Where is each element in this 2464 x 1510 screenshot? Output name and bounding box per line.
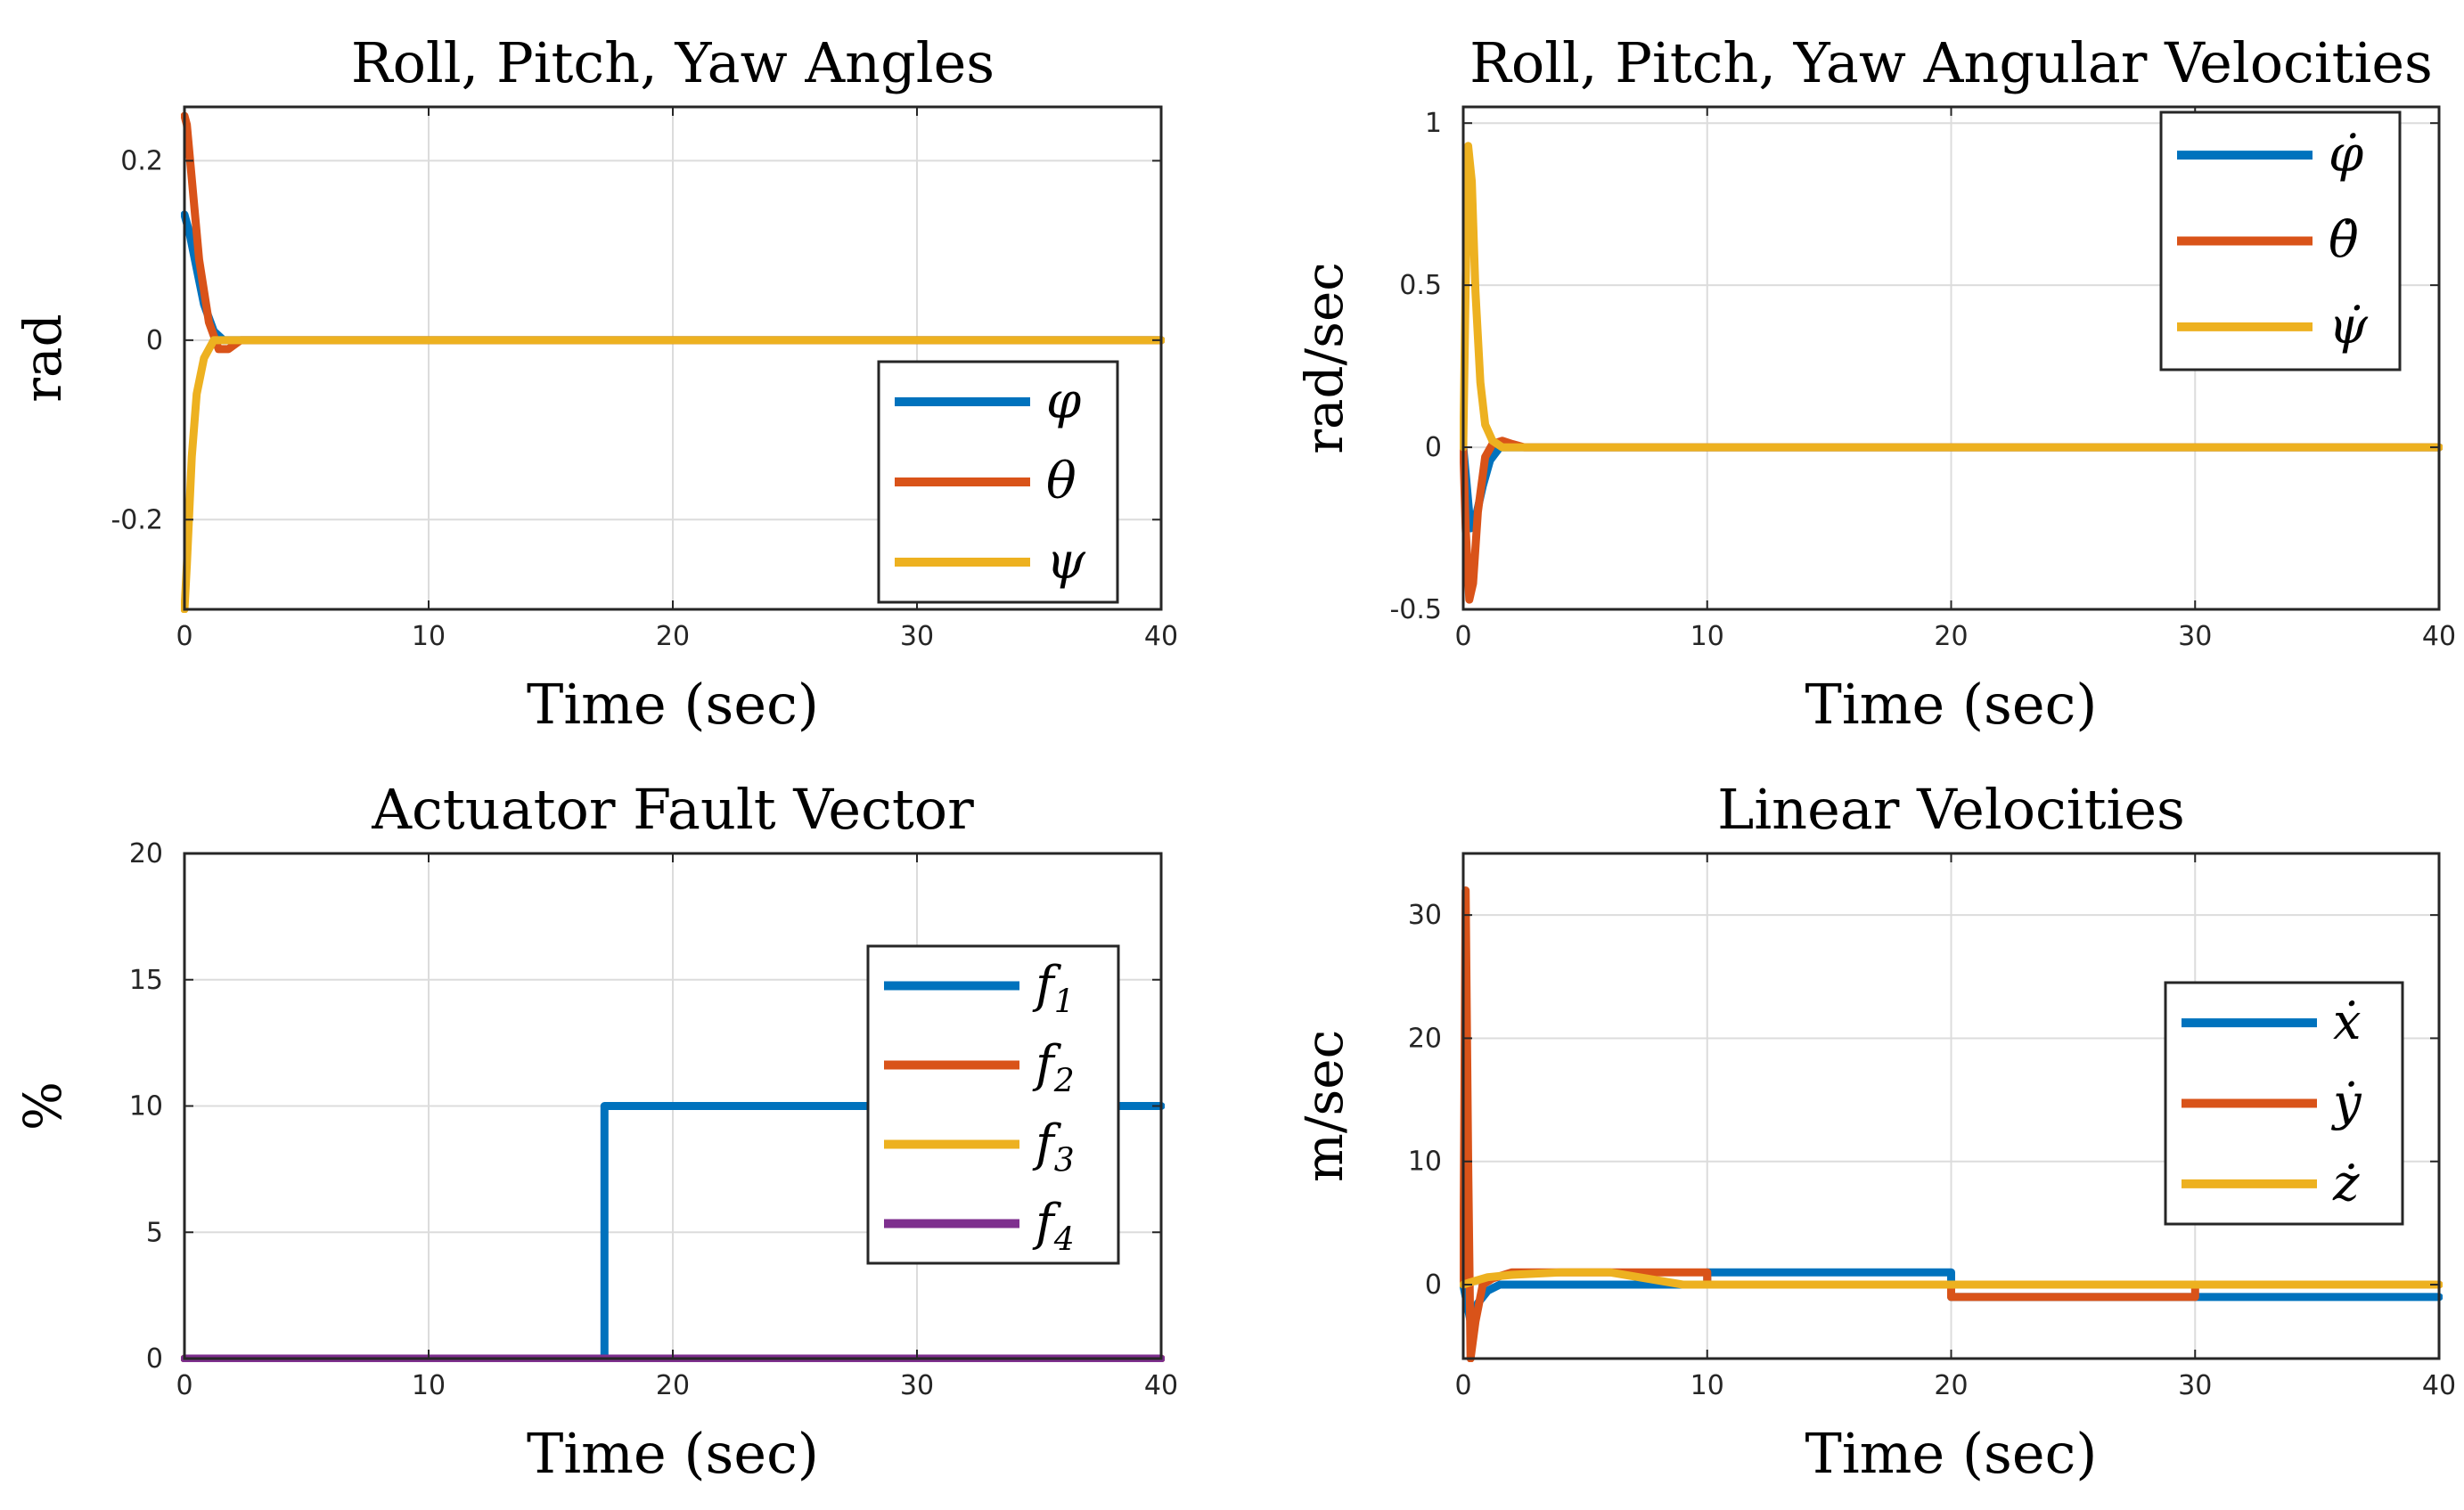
y-tick-label: 20: [129, 838, 163, 869]
x-tick-label: 0: [1454, 1370, 1471, 1401]
legend: φθψ: [877, 360, 1119, 604]
legend-entry: ψ̇: [2329, 298, 2369, 355]
chart-title: Actuator Fault Vector: [371, 777, 974, 842]
y-tick-label: -0.5: [1389, 594, 1442, 625]
y-tick-label: 0.5: [1399, 270, 1442, 301]
y-tick-label: 0: [1425, 1269, 1442, 1301]
x-axis-label: Time (sec): [1805, 672, 2098, 737]
legend-entry: φ: [1046, 372, 1081, 430]
x-tick-label: 40: [2422, 621, 2456, 652]
x-tick-label: 30: [900, 621, 934, 652]
x-tick-label: 20: [656, 1370, 690, 1401]
x-axis-label: Time (sec): [1805, 1421, 2098, 1486]
y-tick-label: 15: [129, 965, 163, 996]
series-line-3: [181, 336, 1165, 613]
y-tick-label: 0.2: [120, 145, 163, 176]
chart-title: Roll, Pitch, Yaw Angular Velocities: [1469, 30, 2433, 95]
series-line-3: [1460, 1268, 2443, 1289]
y-tick-label: 0: [146, 1343, 163, 1375]
legend-entry: θ: [1046, 453, 1076, 510]
x-tick-label: 0: [1454, 621, 1471, 652]
x-tick-label: 30: [2178, 1370, 2212, 1401]
series-group: [1460, 142, 2443, 604]
series-group: [181, 111, 1165, 613]
x-tick-label: 10: [412, 621, 446, 652]
legend: ẋẏż: [2164, 981, 2404, 1226]
y-axis-label: rad: [12, 314, 73, 402]
legend-entry: f2: [1032, 1036, 1075, 1100]
legend-entry: ẋ: [2333, 993, 2362, 1051]
legend-entry: f4: [1032, 1195, 1075, 1259]
x-tick-label: 10: [412, 1370, 446, 1401]
y-tick-label: 10: [1408, 1147, 1442, 1178]
x-tick-label: 20: [1934, 621, 1968, 652]
x-tick-label: 30: [900, 1370, 934, 1401]
x-tick-label: 0: [176, 621, 192, 652]
y-tick-label: 10: [129, 1091, 163, 1122]
x-tick-label: 0: [176, 1370, 192, 1401]
x-tick-label: 10: [1690, 621, 1724, 652]
legend-box: [866, 944, 1120, 1265]
series-line-3: [1460, 142, 2443, 452]
legend-entry: ẏ: [2330, 1074, 2362, 1132]
chart-angular-velocities: 0 10 20 30 40 -0.5 0 0.5 1 Roll, Pitch, Yaw Angul…: [1294, 30, 2456, 737]
y-tick-label: 30: [1408, 900, 1442, 931]
x-axis-label: Time (sec): [527, 1421, 819, 1486]
x-tick-label: 40: [2422, 1370, 2456, 1401]
x-tick-label: 20: [1934, 1370, 1968, 1401]
y-axis-label: m/sec: [1294, 1030, 1355, 1182]
chart-angles: 0 10 20 30 40 -0.2 0 0.2 Roll, Pitch, Yaw Angles…: [12, 30, 1178, 737]
x-tick-label: 40: [1144, 1370, 1178, 1401]
series-group: [1460, 886, 2443, 1362]
x-tick-label: 10: [1690, 1370, 1724, 1401]
chart-fault-vector: 0 10 20 30 40 0 5 10 15 20 Actuator Fault VectorTi…: [12, 777, 1178, 1486]
x-tick-label: 40: [1144, 621, 1178, 652]
y-tick-label: -0.2: [111, 504, 163, 535]
y-tick-label: 0: [146, 325, 163, 356]
y-axis-label: %: [12, 1081, 73, 1130]
legend: φ̇ θ̇ ψ̇: [2159, 110, 2402, 371]
legend-entry: f1: [1032, 957, 1075, 1021]
x-tick-label: 30: [2178, 621, 2212, 652]
y-tick-label: 5: [146, 1217, 163, 1248]
legend-entry: ż: [2332, 1155, 2360, 1212]
y-tick-label: 20: [1408, 1023, 1442, 1054]
legend-entry: θ̇: [2329, 212, 2359, 270]
y-axis-label: rad/sec: [1294, 262, 1355, 454]
legend-entry: ψ: [1046, 533, 1086, 591]
y-tick-label: 1: [1425, 108, 1442, 139]
y-tick-label: 0: [1425, 432, 1442, 463]
chart-title: Linear Velocities: [1717, 777, 2185, 842]
legend-entry: φ̇: [2329, 126, 2363, 184]
chart-title: Roll, Pitch, Yaw Angles: [351, 30, 995, 95]
x-axis-label: Time (sec): [527, 672, 819, 737]
x-tick-label: 20: [656, 621, 690, 652]
